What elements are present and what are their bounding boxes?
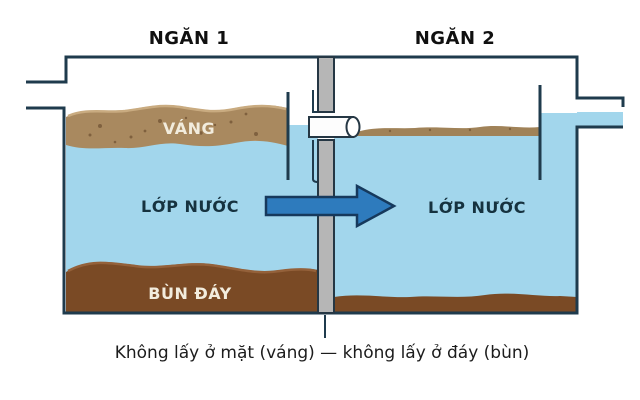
- scum-label: VÁNG: [163, 119, 215, 138]
- vent-pipe-upper-segment: [317, 56, 335, 113]
- transfer-pipe-horizontal: [308, 116, 361, 138]
- water-layer-compartment2: [334, 135, 540, 313]
- sludge-label: BÙN ĐÁY: [148, 284, 232, 303]
- water-outlet-channel: [577, 112, 623, 127]
- water-label-compartment1: LỚP NƯỚC: [141, 197, 239, 216]
- vent-pipe-lower-segment: [317, 139, 335, 314]
- scum-highlight-1: [67, 104, 287, 118]
- baffles: [286, 85, 542, 180]
- divider-edge-upper: [312, 90, 318, 113]
- labels: NGĂN 1 NGĂN 2 VÁNG LỚP NƯỚC LỚP NƯỚC BÙN…: [115, 27, 530, 363]
- scum-body-1: [66, 104, 288, 149]
- tee-pipe-vertical: [317, 56, 335, 314]
- scum-body-2: [357, 126, 540, 136]
- scum-layer-compartment1: [66, 104, 288, 149]
- caption-text: Không lấy ở mặt (váng) — không lấy ở đáy…: [115, 342, 530, 363]
- flow-arrow: [264, 183, 397, 229]
- tank-wall-upper-and-inlet-top: [26, 55, 625, 107]
- scum-layer-compartment2: [357, 126, 540, 136]
- transfer-pipe-opening: [345, 116, 361, 138]
- sludge-highlight-1: [67, 261, 317, 274]
- scum-speckles-2: [388, 127, 512, 133]
- sludge-layers: [66, 261, 577, 313]
- compartment2-title: NGĂN 2: [415, 27, 496, 49]
- scum-speckles-1: [88, 112, 258, 144]
- compartment1-title: NGĂN 1: [149, 27, 230, 49]
- sludge-layer-compartment2: [334, 293, 577, 313]
- water-label-compartment2: LỚP NƯỚC: [428, 198, 526, 217]
- sludge-layer-compartment1: [66, 262, 318, 313]
- water-outlet-zone: [540, 113, 577, 313]
